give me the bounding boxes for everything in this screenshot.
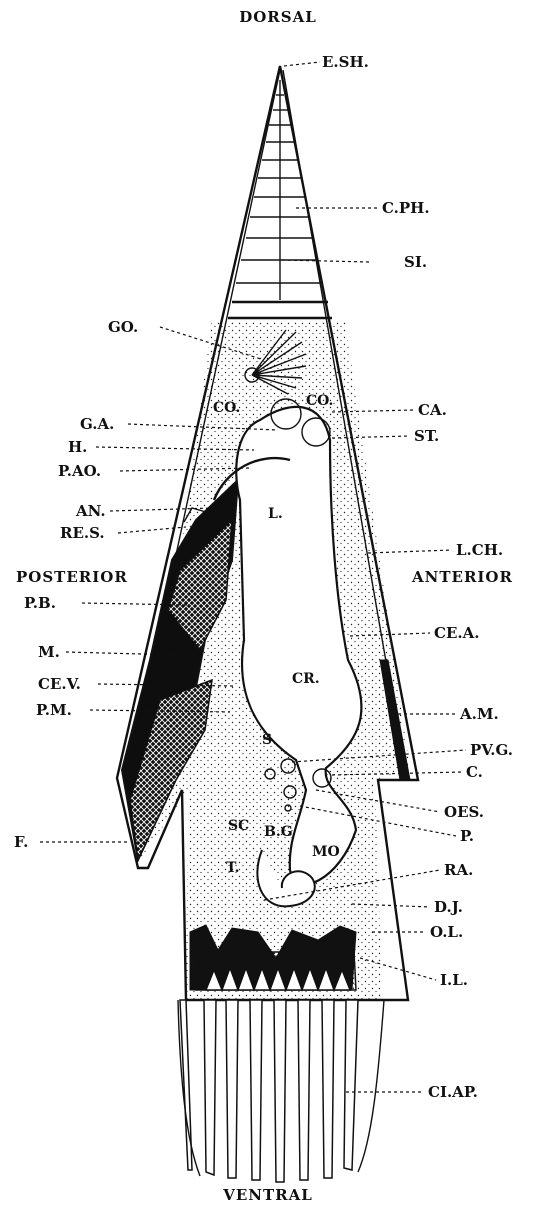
label-l: L. xyxy=(268,506,283,522)
label-ol: O.L. xyxy=(430,923,463,941)
label-go: GO. xyxy=(108,318,138,336)
label-pvg: PV.G. xyxy=(470,741,513,759)
label-mo: MO xyxy=(312,844,340,860)
cirri xyxy=(180,1000,358,1182)
specimen-body xyxy=(117,66,418,1182)
label-m: M. xyxy=(38,643,60,661)
label-bg: B.G xyxy=(264,824,293,840)
orientation-left: POSTERIOR xyxy=(16,568,128,586)
label-pao: P.AO. xyxy=(58,462,101,480)
pharynx-chambers xyxy=(228,80,332,318)
label-am: A.M. xyxy=(459,705,499,723)
label-t: T. xyxy=(226,860,240,876)
label-co-left: CO. xyxy=(213,400,240,416)
label-cev: CE.V. xyxy=(38,675,81,693)
label-cea: CE.A. xyxy=(434,624,479,642)
label-lch: L.CH. xyxy=(456,541,503,559)
label-co-right: CO. xyxy=(306,393,333,409)
label-si: SI. xyxy=(404,253,427,271)
label-ra: RA. xyxy=(444,861,473,879)
orientation-top: DORSAL xyxy=(239,8,317,26)
label-an: AN. xyxy=(75,502,106,520)
label-ca: CA. xyxy=(418,401,447,419)
label-s: S xyxy=(262,732,272,748)
label-ga: G.A. xyxy=(80,415,114,433)
label-c: C. xyxy=(466,763,483,781)
label-esh: E.SH. xyxy=(322,53,369,71)
orientation-right: ANTERIOR xyxy=(411,568,513,586)
label-h: H. xyxy=(68,438,87,456)
label-oes: OES. xyxy=(444,803,484,821)
label-dj: D.J. xyxy=(434,898,463,916)
label-res: RE.S. xyxy=(60,524,105,542)
label-p: P. xyxy=(460,827,474,845)
label-sc: SC xyxy=(228,818,249,834)
label-cph: C.PH. xyxy=(382,199,430,217)
orientation-bottom: VENTRAL xyxy=(222,1186,313,1204)
label-pm: P.M. xyxy=(36,701,72,719)
label-f: F. xyxy=(14,833,28,851)
label-il: I.L. xyxy=(440,971,468,989)
label-clap: CI.AP. xyxy=(428,1083,478,1101)
label-pb: P.B. xyxy=(24,594,56,612)
label-st: ST. xyxy=(414,427,439,445)
label-cr: CR. xyxy=(292,671,320,687)
